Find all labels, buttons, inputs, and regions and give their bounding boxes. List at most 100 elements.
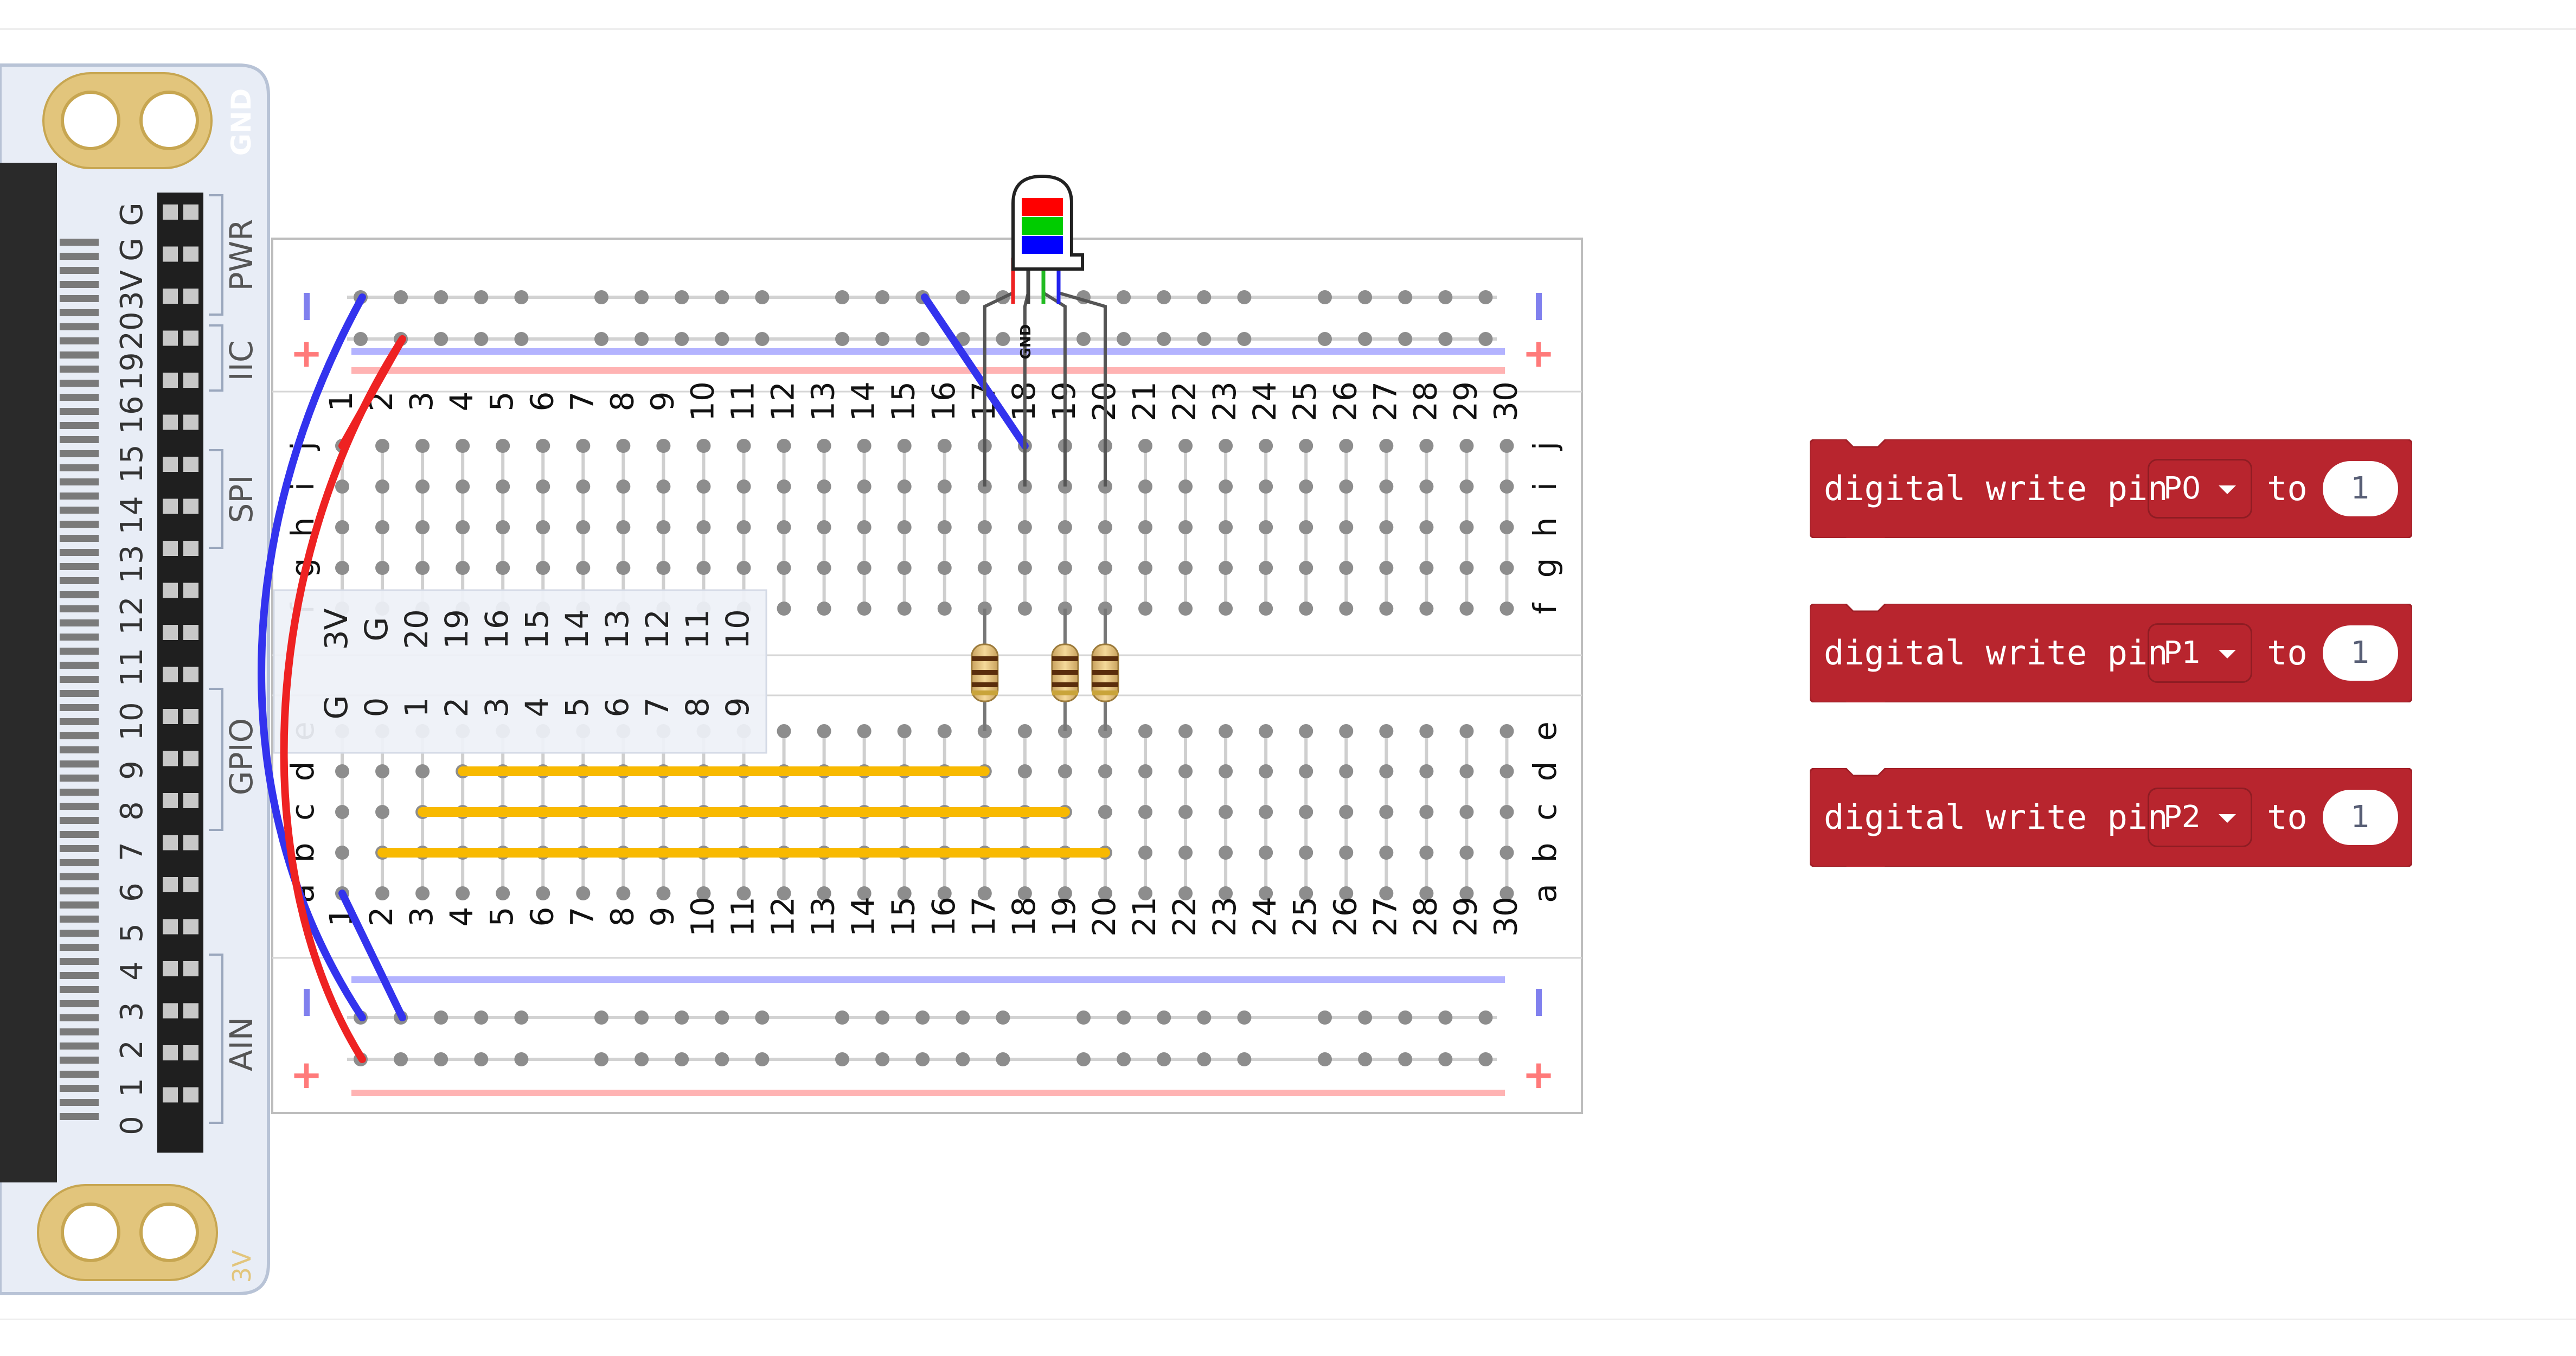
breadboard-hole: [696, 561, 711, 575]
edge-contact: [60, 732, 99, 739]
legend-pin-label: G: [358, 617, 395, 642]
breadboard-hole: [1017, 561, 1032, 575]
rail-hole: [1478, 1010, 1493, 1025]
breadboard-hole: [415, 520, 430, 534]
header-pin: [183, 330, 198, 346]
breadboard-hole: [1379, 479, 1394, 494]
column-number: 16: [925, 897, 962, 937]
breadboard-hole: [375, 764, 390, 778]
breadboard-hole: [817, 561, 831, 575]
digital-write-block-p2[interactable]: digital write pin P2 to 1: [1810, 768, 2412, 867]
column-number: 4: [443, 392, 480, 412]
legend-pin-label: 0: [358, 698, 395, 718]
header-pin: [183, 373, 198, 388]
breadboard-hole: [536, 439, 550, 453]
pin-dropdown[interactable]: P2: [2148, 788, 2252, 847]
breadboard-hole: [1219, 764, 1233, 778]
pin-dropdown[interactable]: P0: [2148, 459, 2252, 519]
breadboard-hole: [1259, 520, 1273, 534]
breadboard-hole: [576, 886, 591, 900]
breadboard-hole: [817, 602, 831, 616]
rgb-led-color-segment: [1022, 217, 1063, 235]
column-number: 5: [483, 907, 520, 927]
rail-hole: [1117, 332, 1131, 346]
column-number: 10: [684, 897, 721, 937]
breadboard-hole: [1017, 724, 1032, 738]
rail-plus-sign: +: [1522, 330, 1555, 376]
rail-hole: [434, 332, 448, 346]
section-bracket: [209, 688, 223, 831]
breadboard-hole: [1259, 439, 1273, 453]
column-number: 10: [684, 381, 721, 421]
rail-hole: [1117, 1052, 1131, 1066]
edge-contact: [60, 253, 99, 260]
digital-write-block-p1[interactable]: digital write pin P1 to 1: [1810, 604, 2412, 702]
breadboard-hole: [1259, 479, 1273, 494]
rail-hole: [1197, 1052, 1212, 1066]
board-corner-label: GND: [226, 88, 257, 156]
breadboard-hole: [1017, 886, 1032, 900]
column-number: 28: [1407, 897, 1444, 937]
breadboard-hole: [857, 886, 872, 900]
breadboard-hole: [415, 561, 430, 575]
column-number: 14: [845, 897, 882, 937]
header-pin: [163, 709, 178, 724]
rail-hole: [1398, 1052, 1413, 1066]
value-input[interactable]: 1: [2323, 625, 2398, 681]
rail-hole: [755, 1010, 770, 1025]
breadboard-hole: [1500, 724, 1514, 738]
breadboard-hole: [1178, 846, 1193, 860]
rail-minus-sign: [1536, 989, 1542, 1016]
breadboard-hole: [1339, 886, 1354, 900]
rail-hole: [1076, 1052, 1091, 1066]
rail-hole: [715, 290, 729, 304]
column-number: 2: [363, 907, 400, 927]
edge-contact: [60, 916, 99, 923]
board-section-label: AIN: [223, 1017, 260, 1071]
edge-contact: [60, 1000, 99, 1007]
breadboard-hole: [1178, 886, 1193, 900]
breadboard-hole: [496, 439, 510, 453]
column-number: 25: [1286, 897, 1323, 937]
column-number: 21: [1126, 897, 1163, 937]
board-section-label: GPIO: [223, 718, 260, 796]
breadboard-hole: [1379, 886, 1394, 900]
header-pin: [183, 1003, 198, 1019]
breadboard-hole: [1058, 764, 1072, 778]
breadboard-hole: [1419, 764, 1434, 778]
breadboard-hole: [456, 520, 470, 534]
resistor-band: [1092, 690, 1118, 695]
rail-hole: [956, 290, 970, 304]
column-number: 28: [1407, 381, 1444, 421]
edge-contact: [60, 789, 99, 796]
breadboard-hole: [1299, 724, 1313, 738]
mount-hole: [61, 91, 120, 150]
value-input[interactable]: 1: [2323, 461, 2398, 516]
header-pin: [163, 373, 178, 388]
legend-pin-label: 12: [639, 609, 676, 649]
rail-hole: [875, 1052, 890, 1066]
breadboard-hole: [897, 520, 912, 534]
bottom-divider: [0, 1319, 2576, 1320]
rgb-led-color-segment: [1022, 198, 1063, 216]
breadboard-hole: [1419, 520, 1434, 534]
edge-contact: [60, 986, 99, 993]
rail-hole: [514, 1052, 529, 1066]
edge-contact: [60, 577, 99, 584]
legend-pin-label: 19: [438, 609, 475, 649]
rail-hole: [474, 332, 489, 346]
pin-dropdown[interactable]: P1: [2148, 623, 2252, 683]
digital-write-block-p0[interactable]: digital write pin P0 to 1: [1810, 439, 2412, 538]
column-number: 8: [604, 392, 640, 412]
breadboard-hole: [1219, 602, 1233, 616]
breadboard-hole: [1138, 805, 1152, 819]
column-number: 25: [1286, 381, 1323, 421]
rail-hole: [1398, 290, 1413, 304]
breadboard-hole: [1098, 520, 1112, 534]
resistor-band: [1052, 682, 1078, 687]
breadboard-hole: [977, 520, 992, 534]
rail-hole: [835, 332, 849, 346]
breadboard-hole: [496, 520, 510, 534]
value-input[interactable]: 1: [2323, 790, 2398, 845]
breadboard-hole: [1219, 805, 1233, 819]
